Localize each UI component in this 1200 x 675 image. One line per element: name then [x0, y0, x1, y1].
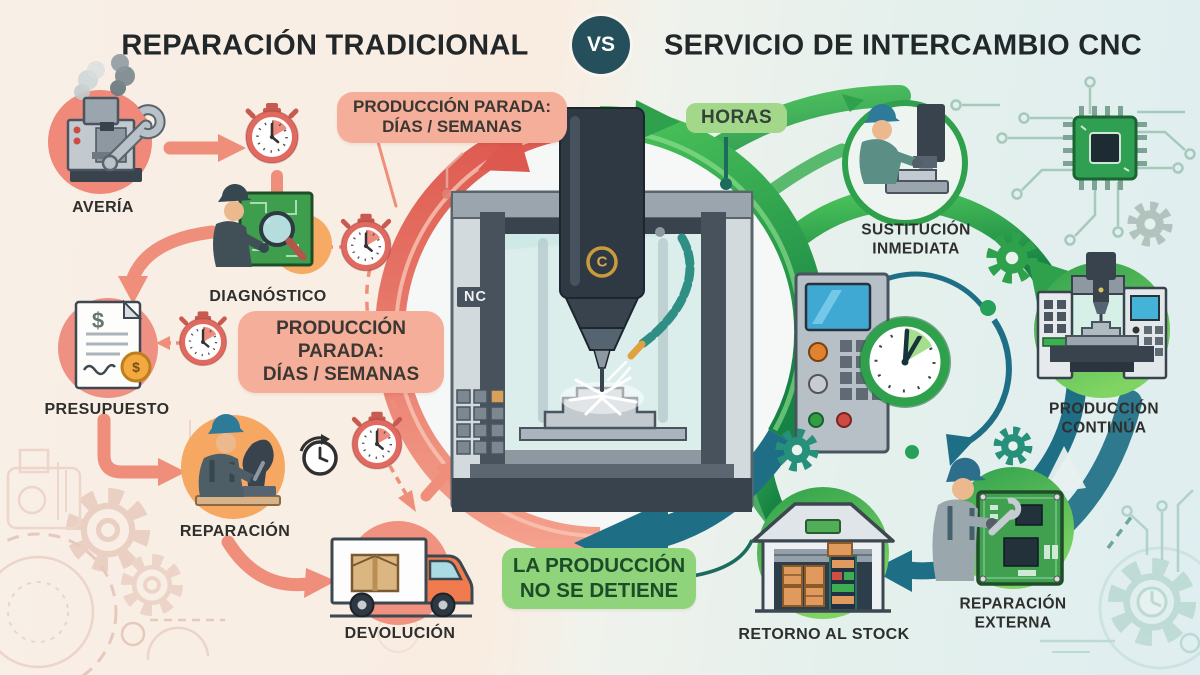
coin-dollar-sign: $ [132, 359, 140, 375]
label-retorno-al-stock: RETORNO AL STOCK [738, 626, 910, 643]
label-devolucion: DEVOLUCIÓN [344, 625, 456, 642]
waiting-clock-icon [299, 434, 338, 476]
chip-icon [1063, 106, 1147, 190]
connector-lines [691, 137, 754, 578]
document-dollar-sign: $ [91, 308, 105, 333]
warehouse-stock-icon [751, 487, 895, 619]
diagnosis-icon [213, 183, 332, 274]
decor-gears-left [0, 420, 419, 675]
callout-production-stopped-mid: PRODUCCIÓN PARADA: DÍAS / SEMANAS [238, 311, 444, 394]
stopwatch-icon [341, 214, 390, 271]
vs-badge: VS [572, 16, 630, 74]
callout-production-stopped-top: PRODUCCIÓN PARADA: DÍAS / SEMANAS [337, 92, 567, 143]
stopwatch-icon [180, 311, 227, 365]
label-presupuesto: PRESUPUESTO [44, 401, 170, 418]
callout-production-never-stops: LA PRODUCCIÓN NO SE DETIENE [502, 548, 696, 610]
label-reparacion: REPARACIÓN [179, 523, 291, 540]
immediate-replacement-icon [842, 94, 968, 226]
traditional-flow-arrows [97, 134, 458, 598]
label-produccion-continua: PRODUCCIÓN CONTINÚA [1049, 400, 1159, 436]
external-repair-icon [932, 457, 1074, 589]
label-reparacion-externa: REPARACIÓN EXTERNA [959, 595, 1067, 631]
gear-icon [1132, 206, 1167, 241]
return-truck-icon [330, 521, 474, 625]
decor-gear-clock-right [1040, 489, 1200, 670]
machine-panel-tag: NC [457, 287, 494, 307]
title-traditional: REPARACIÓN TRADICIONAL [121, 29, 529, 62]
machine-control-panel [794, 272, 890, 454]
hours-badge: HORAS [686, 103, 788, 133]
circuit-traces [950, 76, 1196, 246]
budget-document-icon [58, 298, 158, 398]
breakdown-machine-icon [48, 54, 166, 194]
cnc-machine-center [450, 107, 890, 512]
label-diagnostico: DIAGNÓSTICO [209, 288, 327, 305]
title-exchange: SERVICIO DE INTERCAMBIO CNC [663, 29, 1143, 62]
stopwatch-icon [246, 103, 298, 163]
gear-icon [998, 431, 1028, 461]
spindle-logo: C [596, 253, 608, 271]
label-averia: AVERÍA [72, 199, 134, 216]
hours-clock-icon [859, 316, 951, 408]
label-sustitucion-inmediata: SUSTITUCIÓN INMEDIATA [861, 221, 971, 257]
repair-work-icon [181, 414, 285, 519]
continuous-production-icon [1034, 252, 1170, 398]
